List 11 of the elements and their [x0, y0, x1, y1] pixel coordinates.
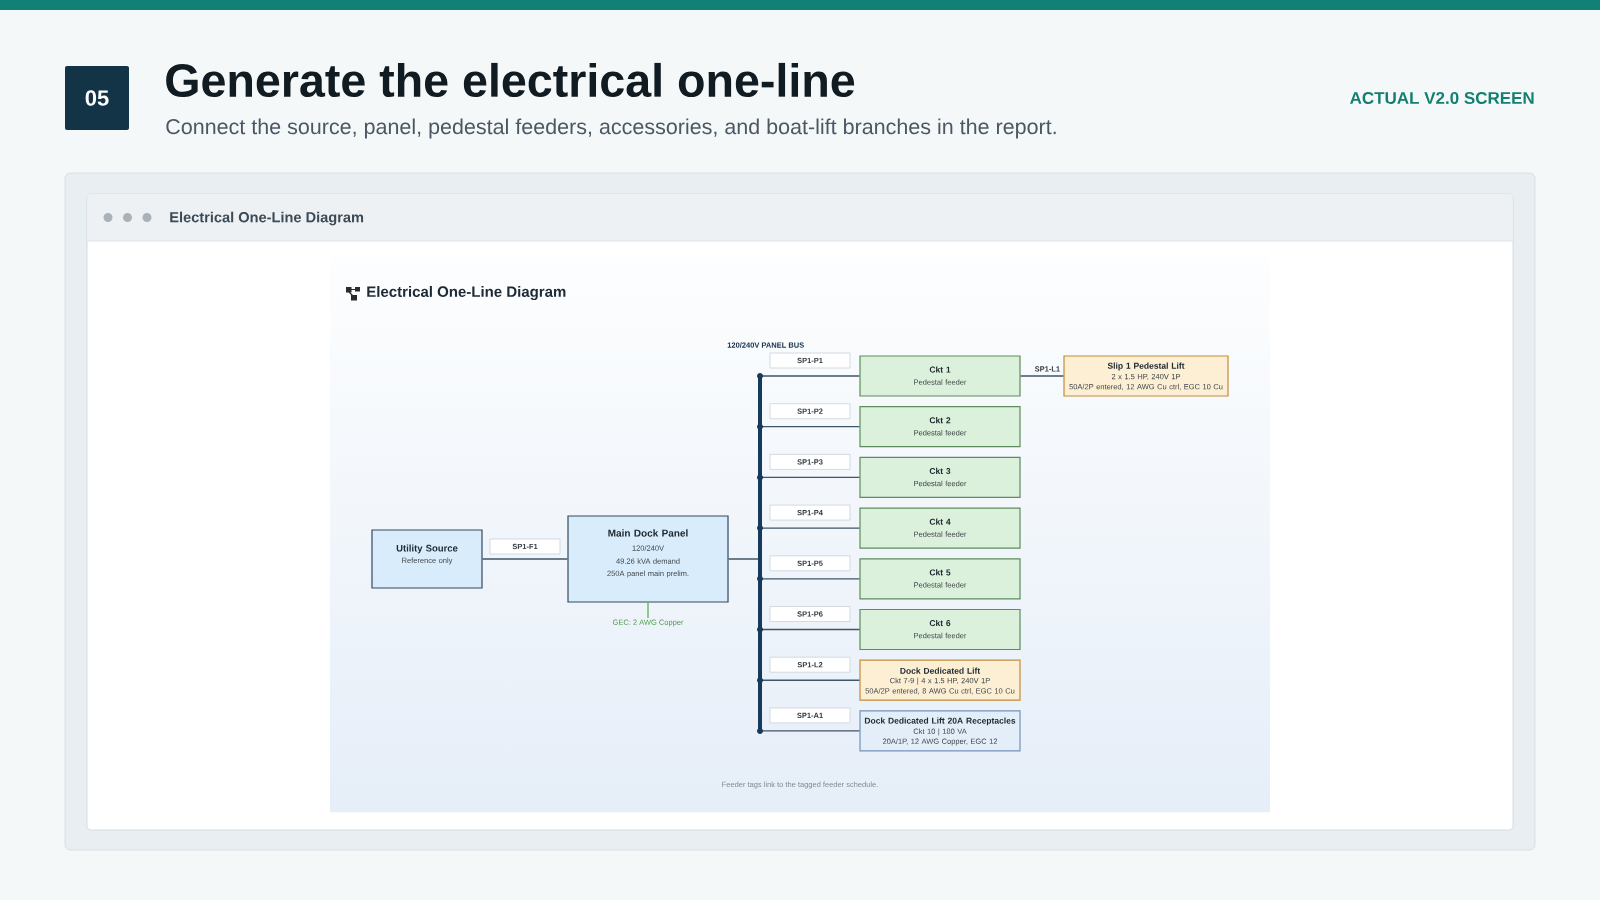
branch-line — [1019, 375, 1065, 377]
feeder-line — [481, 558, 569, 560]
title-bar: Electrical One-Line Diagram — [86, 194, 1514, 242]
feeder-line — [727, 558, 761, 560]
subheading: Connect the source, panel, pedestal feeders, accessories, and boat-lift branches in the report. — [166, 118, 1056, 139]
number-badge: 05 — [65, 66, 129, 130]
ground-line — [647, 601, 649, 619]
bus-bar — [758, 376, 762, 731]
card-title: Electrical One-Line Diagram — [367, 286, 566, 301]
screen-label: ACTUAL V2.0 SCREEN — [1350, 92, 1534, 104]
heading: Generate the electrical one-line — [166, 62, 855, 98]
